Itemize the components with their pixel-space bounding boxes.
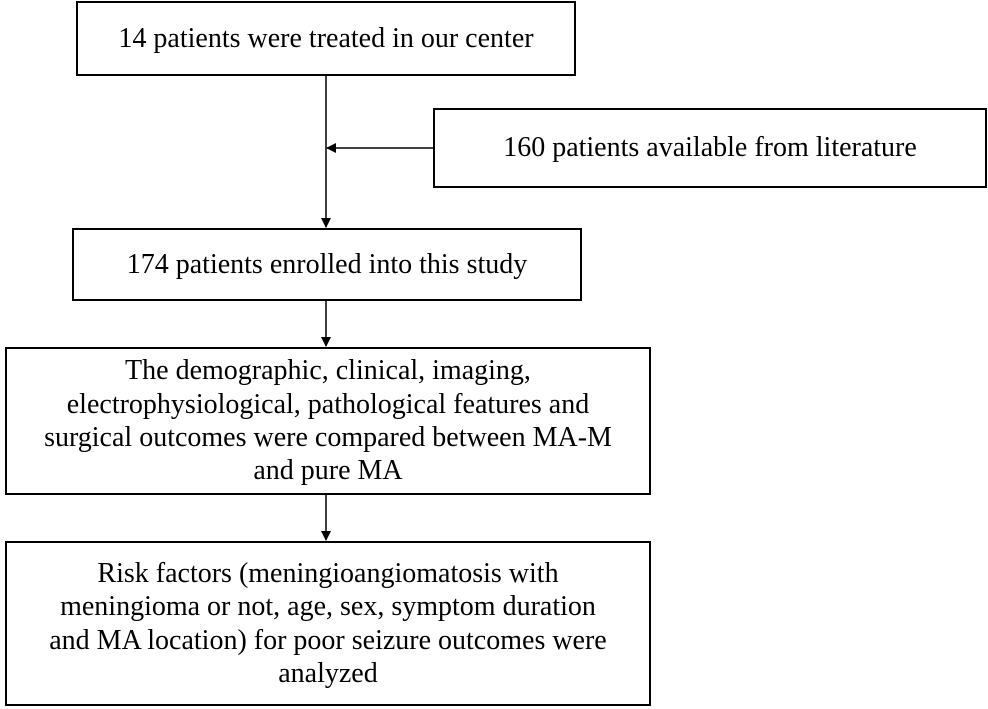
literature-patients-box: 160 patients available from literature <box>433 108 987 188</box>
treated-in-center-box: 14 patients were treated in our center <box>76 1 576 76</box>
risk-factors-text-line: Risk factors (meningioangiomatosis with <box>97 557 559 589</box>
literature-patients-text: 160 patients available from literature <box>503 132 917 164</box>
risk-factors-text-line: and MA location) for poor seizure outcom… <box>49 624 607 656</box>
comparison-text-line: The demographic, clinical, imaging, <box>125 355 531 387</box>
enrolled-patients-box: 174 patients enrolled into this study <box>72 228 582 301</box>
enrolled-patients-text: 174 patients enrolled into this study <box>126 248 528 280</box>
comparison-box: The demographic, clinical, imaging, elec… <box>5 347 651 495</box>
risk-factors-text-line: analyzed <box>278 657 378 689</box>
comparison-text-line: and pure MA <box>253 455 403 487</box>
risk-factors-text-line: meningioma or not, age, sex, symptom dur… <box>60 591 596 623</box>
comparison-text-line: surgical outcomes were compared between … <box>44 422 612 453</box>
treated-in-center-text: 14 patients were treated in our center <box>118 22 534 54</box>
risk-factors-box: Risk factors (meningioangiomatosis with … <box>5 541 651 706</box>
comparison-text-line: electrophysiological, pathological featu… <box>66 388 590 420</box>
